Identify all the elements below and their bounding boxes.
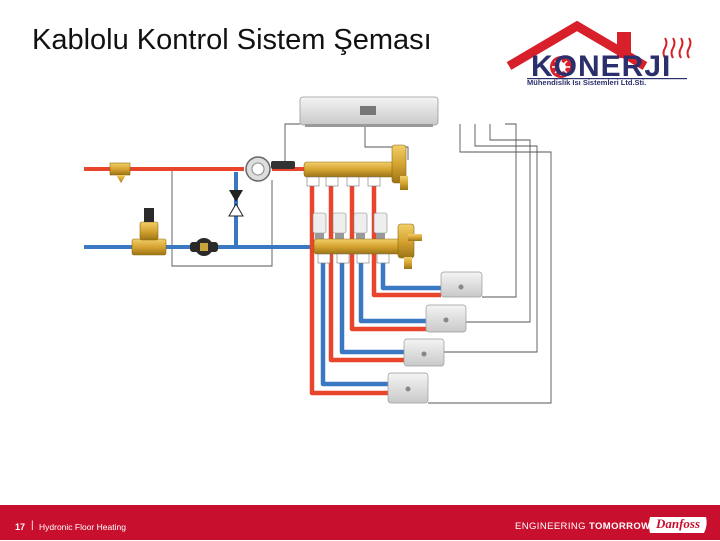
- logo-name: KONERJI: [531, 50, 672, 83]
- room-thermostat-2: [425, 304, 467, 333]
- danfoss-logo-icon: Danfoss: [647, 514, 709, 536]
- konerji-logo: KONERJI Mühendislik Isı Sistemleri Ltd.S…: [505, 18, 695, 90]
- supply-manifold: [303, 144, 408, 190]
- slide-title: Kablolu Kontrol Sistem Şeması: [32, 24, 432, 56]
- control-wires: [171, 123, 552, 404]
- master-controller: [299, 96, 439, 127]
- tagline-light: ENGINEERING: [515, 521, 589, 532]
- strainer: [109, 162, 131, 183]
- actuators: [312, 212, 388, 239]
- footer-topic: Hydronic Floor Heating: [39, 522, 126, 532]
- footer-separator: |: [31, 520, 34, 531]
- circulation-pump: [245, 156, 295, 182]
- snowflake-gear-icon: [550, 56, 572, 78]
- mixing-valve: [131, 208, 167, 256]
- heat-waves-icon: [662, 37, 692, 59]
- tagline-bold: TOMORROW: [588, 521, 651, 532]
- wiring-diagram: [84, 96, 552, 404]
- footer-bar: 17 | Hydronic Floor Heating ENGINEERING …: [0, 505, 720, 540]
- logo-subtitle: Mühendislik Isı Sistemleri Ltd.Sti.: [527, 78, 647, 87]
- bypass-valve: [228, 190, 244, 217]
- room-thermostat-1: [440, 271, 483, 298]
- thermostatic-head: [190, 238, 218, 256]
- room-thermostat-4: [387, 372, 429, 404]
- return-manifold: [313, 223, 422, 269]
- footer-tagline: ENGINEERING TOMORROW: [515, 521, 651, 532]
- brand-name: Danfoss: [655, 516, 701, 531]
- house-roof-icon: [506, 20, 692, 80]
- room-thermostat-3: [403, 338, 445, 367]
- page-number: 17: [15, 522, 26, 532]
